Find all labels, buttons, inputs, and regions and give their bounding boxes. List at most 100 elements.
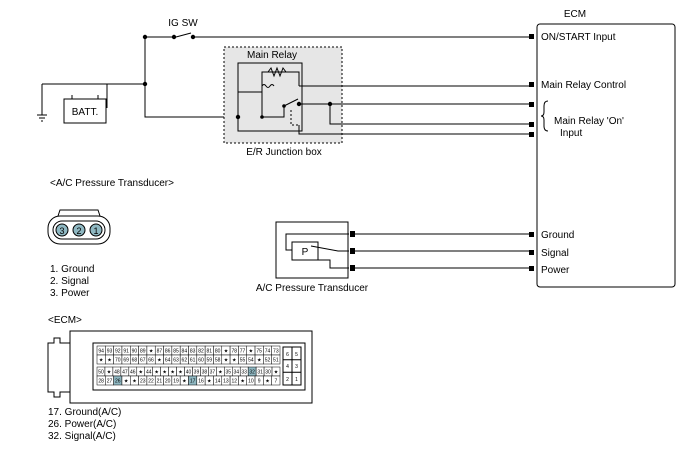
ecm-pin-number: 13 <box>223 379 229 385</box>
ecm-pin-number: 52 <box>265 358 271 364</box>
transducer-connector <box>47 209 111 245</box>
ecm-pin-number: ★ <box>107 358 112 364</box>
ecm-pin-number: 91 <box>123 349 129 355</box>
ecm-pin-number: ★ <box>232 358 237 364</box>
ecm-pin-number: 37 <box>210 370 216 376</box>
ecm-pin-number: 47 <box>122 370 128 376</box>
connector-pin-2: 2 <box>76 226 81 236</box>
ecm-pin-number: 74 <box>265 349 271 355</box>
ecm-pin-number: 63 <box>173 358 179 364</box>
ecm-pin-number: 32 <box>249 370 255 376</box>
ecm-pin-number: ★ <box>107 370 112 376</box>
ecm-small-pin-6: 6 <box>286 352 289 358</box>
ecm-pin-number: 61 <box>190 358 196 364</box>
ecm-pin-number: 33 <box>241 370 247 376</box>
ecm-pin-number: 78 <box>231 349 237 355</box>
ecm-pin-number: 64 <box>165 358 171 364</box>
ecm-pin-number: 82 <box>198 349 204 355</box>
ecm-pin-number: ★ <box>240 379 245 385</box>
ecm-pin-number: 16 <box>198 379 204 385</box>
ecm-pin-number: ★ <box>149 349 154 355</box>
ecm-pin-number: 48 <box>114 370 120 376</box>
ecm-pin-number: 89 <box>140 349 146 355</box>
ecm-pin-number: 59 <box>207 358 213 364</box>
ecm-small-pin-3: 3 <box>295 364 298 370</box>
ecm-on-start-label: ON/START Input <box>541 32 616 43</box>
ecm-pin-number: 19 <box>173 379 179 385</box>
ecm-pin-number: 20 <box>165 379 171 385</box>
ecm-pin-number: ★ <box>178 370 183 376</box>
ecm-pin-number: 35 <box>225 370 231 376</box>
junction-box-label: E/R Junction box <box>246 147 322 158</box>
transducer-symbol: P <box>302 247 309 258</box>
ecm-pin-number: ★ <box>154 370 159 376</box>
ecm-pin-number: ★ <box>224 349 229 355</box>
connector-pin-list-2: 2. Signal <box>50 276 89 287</box>
relay-on-input-wire-3 <box>298 125 529 135</box>
connector-pin-list-3: 3. Power <box>50 288 90 299</box>
ecm-section-title: <ECM> <box>48 315 82 326</box>
ecm-pin-number: ★ <box>170 370 175 376</box>
ecm-pin-number: ★ <box>157 358 162 364</box>
ecm-pin-number: 40 <box>186 370 192 376</box>
ecm-pin-number: 93 <box>107 349 113 355</box>
ecm-pin-number: 7 <box>274 379 277 385</box>
ecm-pin-number: ★ <box>224 358 229 364</box>
ecm-small-pin-2: 2 <box>286 377 289 383</box>
relay-contacts <box>235 91 333 126</box>
ecm-small-pin-4: 4 <box>286 364 289 370</box>
ecm-pin-number: 10 <box>248 379 254 385</box>
ecm-pin-number: 38 <box>202 370 208 376</box>
ecm-pin-number: 23 <box>140 379 146 385</box>
ecm-pin-number: 26 <box>115 379 121 385</box>
ecm-small-pin-1: 1 <box>295 377 298 383</box>
ecm-pin-number: 68 <box>132 358 138 364</box>
ecm-pin-number: 28 <box>98 379 104 385</box>
ecm-pin-cell <box>271 375 281 386</box>
junction-box <box>223 46 343 144</box>
battery-box <box>63 98 107 124</box>
ecm-pin-list-1: 17. Ground(A/C) <box>48 407 121 418</box>
ecm-pin-number: ★ <box>265 379 270 385</box>
ecm-pin-number: 87 <box>157 349 163 355</box>
ecm-pin-number: 67 <box>140 358 146 364</box>
ecm-pin-list-3: 32. Signal(A/C) <box>48 431 116 442</box>
ecm-pin-number: ★ <box>99 358 104 364</box>
ecm-pin-number: 66 <box>148 358 154 364</box>
ecm-pin-number: 54 <box>248 358 254 364</box>
ecm-pin-number: 85 <box>173 349 179 355</box>
ecm-main-relay-on-label-2: Input <box>560 128 582 139</box>
transducer-sensor <box>291 241 319 261</box>
ecm-pin-terminals <box>529 34 534 271</box>
ecm-pin-number: 34 <box>233 370 239 376</box>
ecm-main-relay-on-label-1: Main Relay 'On' <box>554 116 624 127</box>
transducer-terminals <box>350 231 355 271</box>
ecm-pin-number: ★ <box>207 379 212 385</box>
ecm-pin-number: 94 <box>98 349 104 355</box>
ecm-small-pin-5: 5 <box>295 352 298 358</box>
ecm-pin-number: ★ <box>257 358 262 364</box>
ignition-wiring <box>37 32 529 122</box>
ecm-pin-number: 44 <box>146 370 152 376</box>
ecm-pin-number: 50 <box>98 370 104 376</box>
ecm-pin-number: 31 <box>257 370 263 376</box>
relay-coil <box>261 66 300 112</box>
ecm-pin-number: 86 <box>165 349 171 355</box>
ecm-pin-number: 58 <box>215 358 221 364</box>
ecm-pin-number: 81 <box>207 349 213 355</box>
ecm-pin-number: 46 <box>130 370 136 376</box>
ecm-signal-label: Signal <box>541 248 569 259</box>
ecm-main-relay-control-label: Main Relay Control <box>541 80 626 91</box>
ecm-pin-number: ★ <box>274 370 279 376</box>
ecm-pin-number: 30 <box>265 370 271 376</box>
ecm-pin-number: 75 <box>256 349 262 355</box>
ecm-pin-number: 73 <box>273 349 279 355</box>
battery-label: BATT. <box>72 107 98 118</box>
ecm-pin-number: 60 <box>198 358 204 364</box>
ecm-pin-cell <box>271 354 281 365</box>
transducer-internal-wiring <box>285 233 349 269</box>
transducer-label: A/C Pressure Transducer <box>256 283 369 294</box>
main-relay-title: Main Relay <box>247 50 297 61</box>
